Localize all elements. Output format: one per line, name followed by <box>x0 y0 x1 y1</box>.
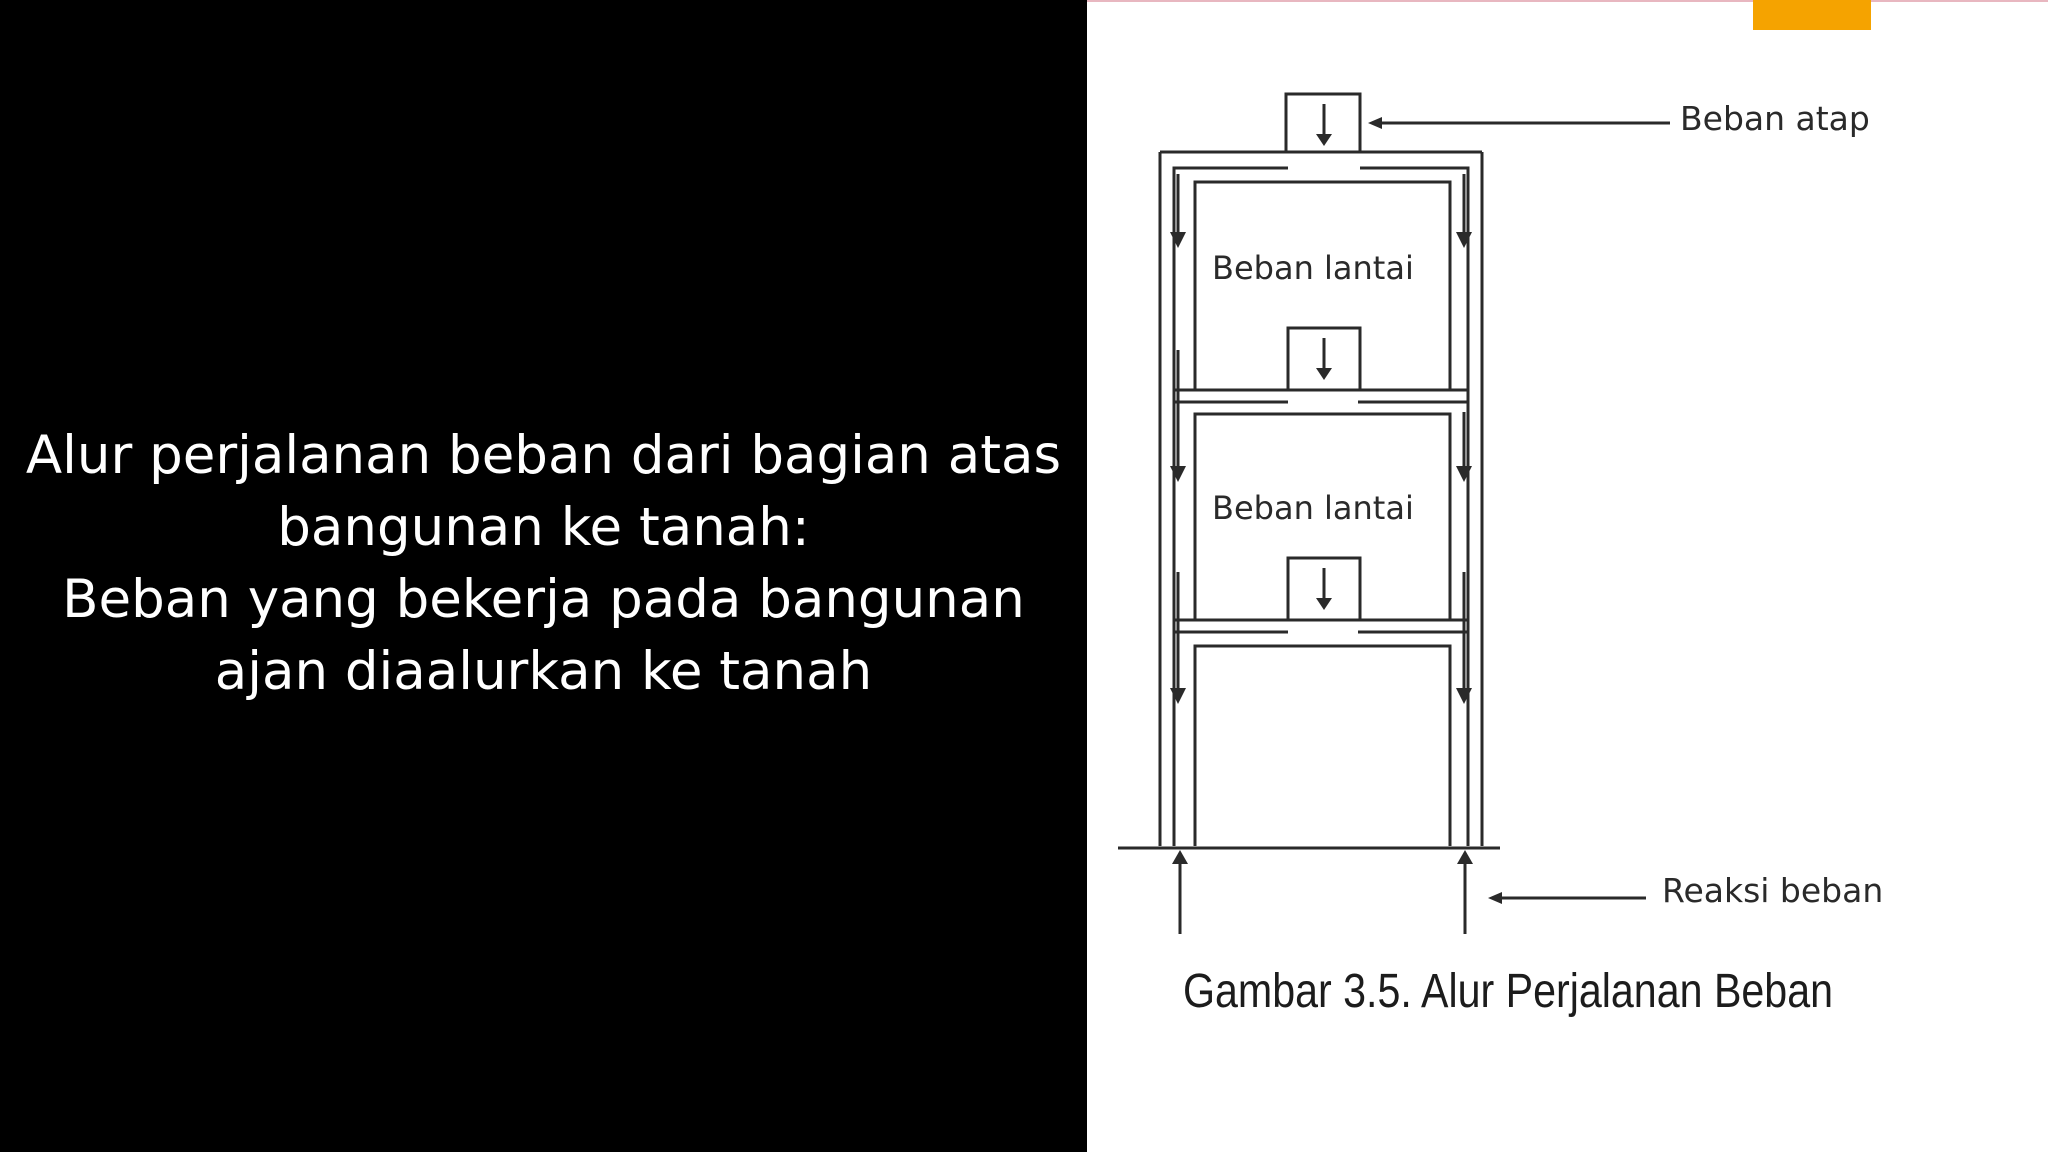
arrowheads <box>1170 117 1502 904</box>
path-arrowhead-r2 <box>1456 466 1472 482</box>
path-arrowhead-l2 <box>1170 466 1186 482</box>
text-line-4: ajan diaalurkan ke tanah <box>214 641 873 702</box>
accent-tab <box>1753 0 1871 30</box>
path-arrowhead-r3 <box>1456 688 1472 704</box>
floor-2-arrowhead <box>1316 598 1332 610</box>
room-3 <box>1193 644 1452 846</box>
path-arrowhead-l1 <box>1170 232 1186 248</box>
roof-load-label: Beban atap <box>1680 99 1870 138</box>
figure-panel <box>1087 0 2048 1152</box>
text-line-3: Beban yang bekerja pada bangunan <box>62 569 1025 630</box>
floor-load-label-lower: Beban lantai <box>1212 489 1414 527</box>
slide-text: Alur perjalanan beban dari bagian atas b… <box>0 420 1087 708</box>
path-arrowhead-l3 <box>1170 688 1186 704</box>
floor-2-load-box <box>1286 556 1362 622</box>
text-line-2: bangunan ke tanah: <box>277 497 810 558</box>
figure-caption: Gambar 3.5. Alur Perjalanan Beban <box>1183 965 1833 1018</box>
roof-leader-arrowhead <box>1368 117 1382 129</box>
floor-1-load-box <box>1286 326 1362 392</box>
path-arrowhead-r1 <box>1456 232 1472 248</box>
floor-load-label-upper: Beban lantai <box>1212 249 1414 287</box>
top-border <box>1087 0 2048 2</box>
reaction-leader-arrowhead <box>1488 892 1502 904</box>
building-frame <box>1118 92 1670 934</box>
roof-load-box <box>1284 92 1362 154</box>
roof-load-arrowhead <box>1316 134 1332 146</box>
reaction-left-arrowhead <box>1172 850 1188 864</box>
room-2 <box>1193 412 1452 620</box>
reaction-right-arrowhead <box>1457 850 1473 864</box>
text-line-1: Alur perjalanan beban dari bagian atas <box>25 425 1062 486</box>
load-reaction-label: Reaksi beban <box>1662 871 1883 910</box>
room-1 <box>1193 180 1452 390</box>
left-text-panel: Alur perjalanan beban dari bagian atas b… <box>0 420 1087 708</box>
floor-1-arrowhead <box>1316 368 1332 380</box>
